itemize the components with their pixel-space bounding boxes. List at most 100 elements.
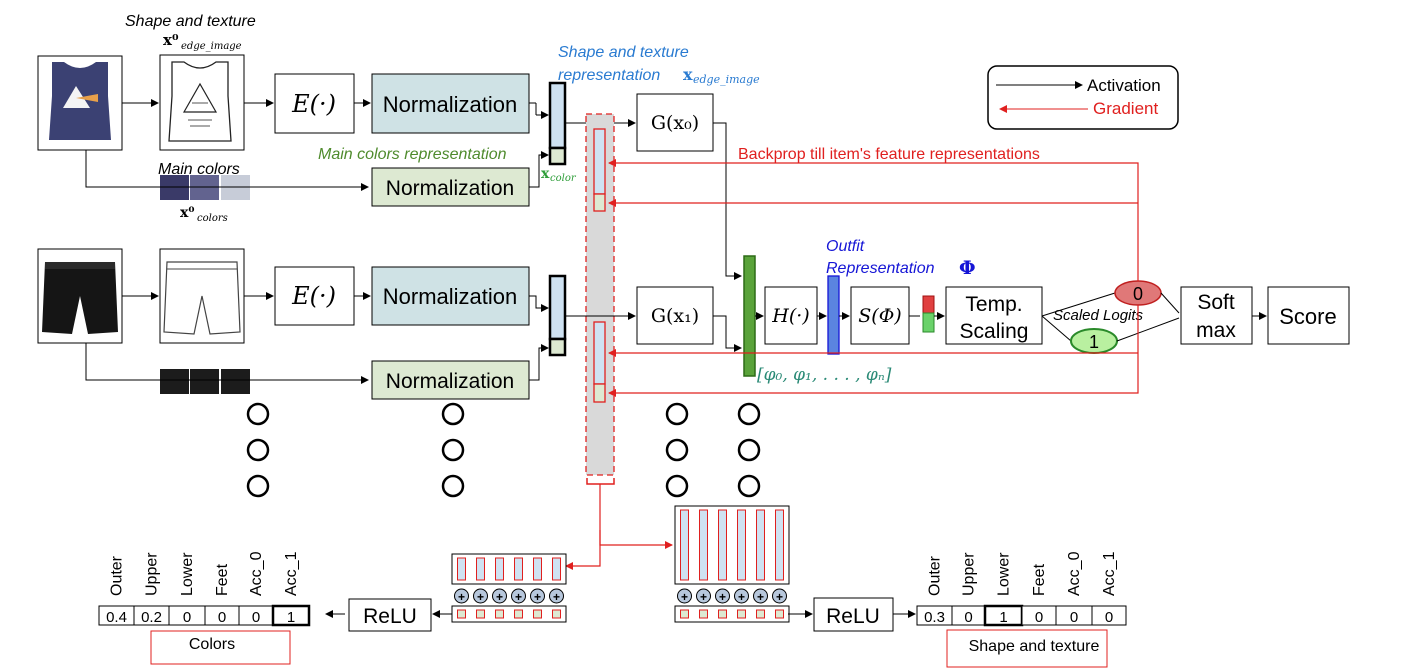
temp-scaling-block (945, 286, 1043, 345)
plus-sign: + (757, 590, 764, 604)
aggregated-cell (756, 609, 765, 619)
top-shape-normalization-label: Normalization (383, 92, 518, 117)
phi-stack-bar (743, 255, 756, 377)
colors-importance-header: Upper (144, 552, 161, 596)
plus-sign: + (496, 590, 503, 604)
edge-image-subscript: edge_image (181, 41, 242, 52)
gradient-bar (718, 509, 727, 581)
aggregated-cell (533, 609, 542, 619)
aggregation-frame (674, 505, 790, 585)
score-label: Score (1279, 304, 1336, 329)
gradient-bar (457, 557, 466, 581)
bottom-color-swatch (160, 369, 189, 394)
bottom-color-gradient (593, 383, 606, 403)
shape-importance-value: 0 (1070, 609, 1078, 626)
gradient-bar (699, 509, 708, 581)
shape-importance-header: Acc_1 (1101, 551, 1118, 596)
aggregated-cell (737, 609, 746, 619)
plus-node-icon (696, 588, 711, 604)
aggregated-cell (552, 609, 561, 619)
logit-1-label: 1 (1089, 332, 1099, 352)
gradient-bar (680, 509, 689, 581)
plus-node-icon (549, 588, 564, 604)
top-shape-gradient (593, 128, 606, 195)
plus-node-icon (753, 588, 768, 604)
top-generator-block (636, 93, 714, 152)
gradient-bar (514, 557, 523, 581)
bottom-shape-gradient (593, 321, 606, 385)
legend-activation-label: Activation (1087, 76, 1161, 95)
aggregation-output-frame (451, 605, 567, 623)
plus-sign: + (681, 590, 688, 604)
top-generator-label: G(x₀) (651, 112, 699, 134)
shape-importance-header: Acc_0 (1066, 551, 1083, 596)
plus-node-icon (473, 588, 488, 604)
logit-vector-green (922, 312, 935, 333)
top-color-normalization-label: Normalization (386, 177, 514, 200)
backprop-gradients: Backprop till item's feature representat… (608, 146, 1139, 397)
h-block-label: H(·) (771, 305, 809, 327)
plus-node-icon (454, 588, 469, 604)
bottom-shape-vector (548, 274, 567, 341)
outfit-representation-bar (827, 275, 840, 355)
colors-importance-header: Outer (109, 555, 126, 596)
aggregation-output-frame (674, 605, 790, 623)
plus-sign: + (738, 590, 745, 604)
bottom-item-branch: E(·) Normalization Normalization G(x₁) (37, 248, 742, 400)
plus-node-icon (511, 588, 526, 604)
plus-sign: + (700, 590, 707, 604)
aggregated-cell (718, 609, 727, 619)
aggregated-cell (476, 609, 485, 619)
shape-caption-box (946, 629, 1108, 668)
top-shape-normalization (371, 73, 530, 134)
gradient-bar (476, 557, 485, 581)
shape-texture-caption: Shape and texture (125, 13, 256, 30)
main-colors-representation: Main colors representation (318, 146, 507, 163)
color-rep-symbol: x (541, 166, 550, 182)
bottom-generator-block (636, 286, 714, 345)
shape-relu-block (813, 597, 894, 632)
colors-caption-box (150, 630, 291, 665)
rep-caption-line2: representation (558, 67, 660, 84)
shape-importance-value: 0.3 (924, 609, 945, 626)
shorts-image (37, 248, 123, 344)
aggregated-cell (457, 609, 466, 619)
outfit-pipeline: [φ₀, φ₁, . . . , φₙ] H(·) Outfit Represe… (743, 238, 1350, 385)
shape-caption: Shape and texture (969, 638, 1100, 655)
aggregated-cell (775, 609, 784, 619)
colors-importance-header: Lower (179, 552, 196, 596)
rep-caption-subscript: edge_image (693, 73, 760, 86)
bottom-color-normalization (371, 360, 530, 400)
legend-gradient-label: Gradient (1093, 99, 1158, 118)
shorts-edge-image (159, 248, 245, 344)
temp-scaling-label-2: Scaling (960, 320, 1029, 343)
colors-subscript: colors (197, 213, 228, 224)
logit-0-label: 0 (1133, 284, 1143, 304)
rep-caption-symbol: x (683, 65, 693, 84)
tshirt-image (37, 55, 123, 151)
gradient-bar (737, 509, 746, 581)
shape-importance-value: 0 (1035, 609, 1043, 626)
color-rep-subscript: color (550, 173, 577, 184)
outfit-caption-line2: Representation (826, 260, 935, 277)
plus-node-icon (492, 588, 507, 604)
shape-importance-value: 0 (964, 609, 972, 626)
colors-importance-value: 0 (183, 609, 191, 626)
colors-importance-value: 0 (252, 609, 260, 626)
bottom-color-swatch (221, 369, 250, 394)
colors-importance-value: 0.2 (141, 609, 162, 626)
bottom-shape-normalization (371, 266, 530, 326)
top-item-branch: Shape and texture x⁰ edge_image E(·) Nor… (37, 13, 742, 280)
plus-sign: + (553, 590, 560, 604)
plus-node-icon (715, 588, 730, 604)
gradient-bar (552, 557, 561, 581)
colors-importance-value: 0.4 (106, 609, 127, 626)
outfit-caption-line1: Outfit (826, 238, 865, 255)
bottom-color-swatch (190, 369, 219, 394)
colors-caption: Colors (189, 636, 235, 653)
ellipsis-dots (246, 402, 761, 498)
legend: Activation Gradient (987, 65, 1179, 130)
shape-texture-representation-caption: Shape and texture representation x edge_… (558, 44, 760, 86)
